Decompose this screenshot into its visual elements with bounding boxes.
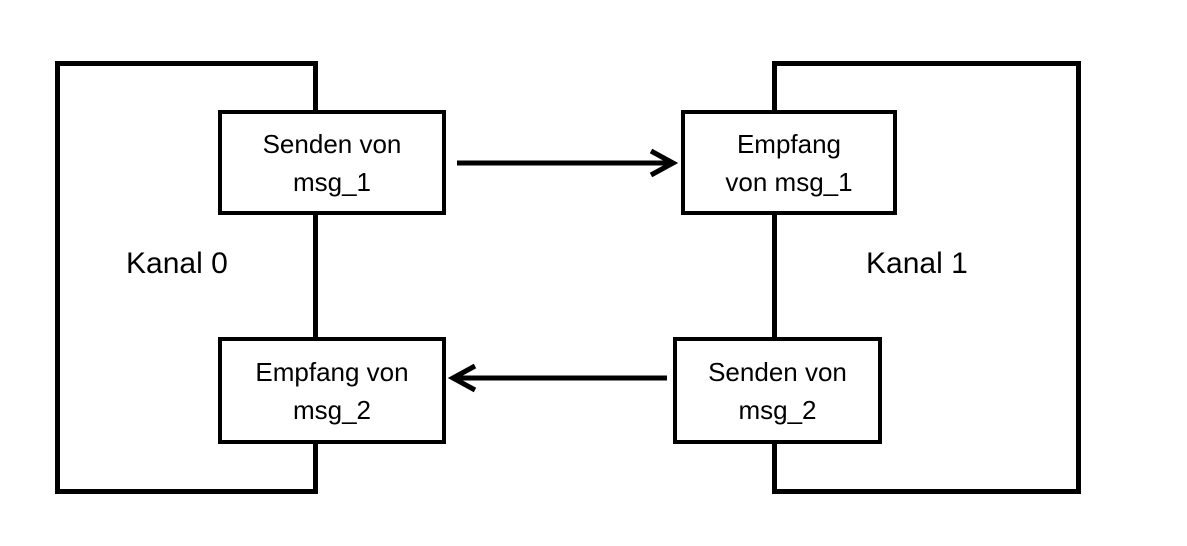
- receive-msg-1-box: Empfang von msg_1: [681, 110, 897, 215]
- channel-0-label: Kanal 0: [126, 247, 228, 280]
- channel-1-label: Kanal 1: [866, 247, 968, 280]
- send-msg-1-line2: msg_1: [292, 166, 372, 197]
- send-msg-1-box: Senden von msg_1: [218, 110, 446, 215]
- receive-msg-2-line1: Empfang von: [255, 356, 409, 387]
- arrow-msg-2-head: [447, 363, 477, 393]
- send-msg-2-box: Senden von msg_2: [673, 337, 882, 444]
- send-msg-2-line1: Senden von: [708, 356, 847, 387]
- receive-msg-2-line2: msg_2: [292, 394, 372, 425]
- receive-msg-1-line2: von msg_1: [725, 166, 853, 197]
- arrow-msg-2: [447, 363, 667, 393]
- receive-msg-2-box: Empfang von msg_2: [218, 337, 446, 444]
- send-msg-2-line2: msg_2: [738, 394, 817, 425]
- arrow-msg-1: [457, 148, 679, 178]
- arrow-msg-1-head: [649, 148, 679, 178]
- receive-msg-1-line1: Empfang: [736, 128, 842, 159]
- send-msg-1-line1: Senden von: [262, 128, 402, 159]
